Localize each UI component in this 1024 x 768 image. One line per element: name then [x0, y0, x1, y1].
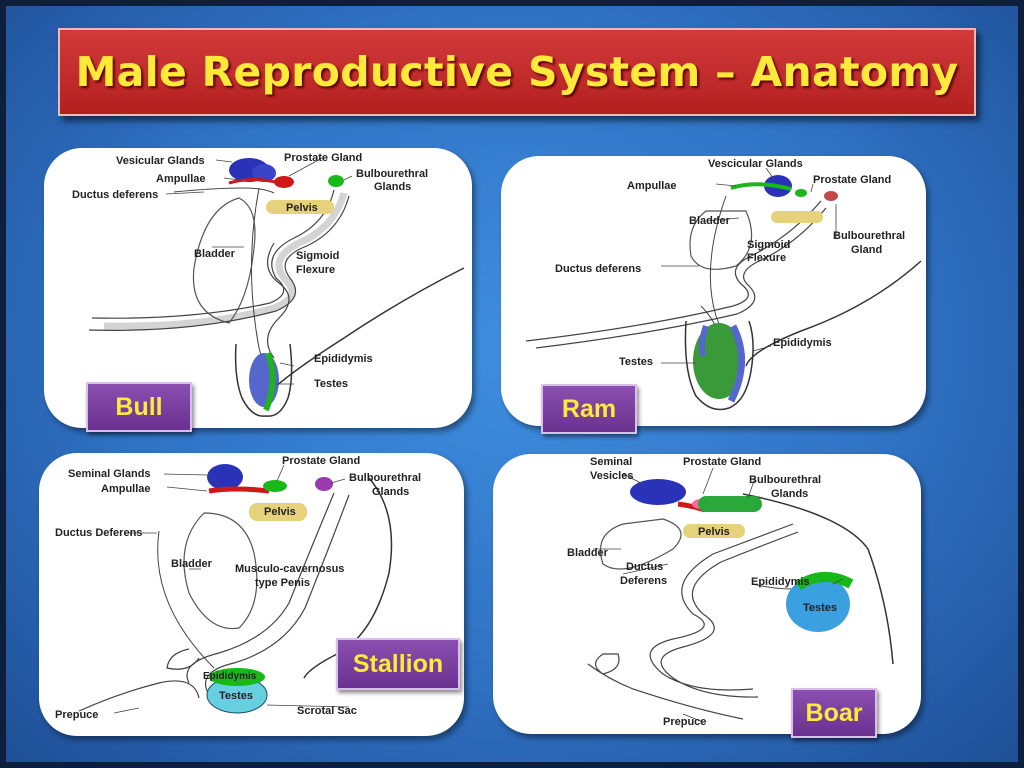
stallion-label-penis-2: type Penis	[255, 577, 311, 589]
bull-diagram	[88, 157, 465, 417]
bull-label-ductus-deferens: Ductus deferens	[72, 189, 159, 201]
ram-bulbourethral-gland	[824, 191, 838, 201]
stallion-diagram	[78, 464, 393, 714]
boar-seminal-vesicles	[630, 479, 686, 505]
panel-stallion: Prostate Gland Seminal Glands Bulboureth…	[39, 453, 464, 736]
stallion-label-prepuce: Prepuce	[55, 709, 99, 721]
stallion-prostate-gland	[263, 480, 287, 492]
ram-label-vesicular-glands: Vescicular Glands	[708, 158, 803, 170]
ram-label-ampullae: Ampullae	[627, 180, 677, 192]
bull-label-ampullae: Ampullae	[156, 173, 206, 185]
stallion-seminal-glands	[207, 464, 243, 490]
ram-label-bulbourethral: Bulbourethral	[833, 230, 906, 242]
boar-label-ductus-1: Ductus	[626, 561, 664, 573]
boar-label-bulbourethral: Bulbourethral	[749, 474, 822, 486]
boar-label-bladder: Bladder	[567, 547, 608, 559]
ram-prostate-gland	[795, 189, 807, 197]
stallion-label-ductus-deferens: Ductus Deferens	[55, 527, 143, 539]
stallion-bulbourethral-gland	[315, 477, 333, 491]
bull-species-label: Bull	[86, 382, 192, 432]
ram-label-flexure: Flexure	[747, 252, 787, 264]
bull-epididymis	[263, 351, 276, 412]
stallion-label-ampullae: Ampullae	[101, 483, 151, 495]
ram-species-label: Ram	[541, 384, 637, 434]
stallion-pelvis	[249, 503, 307, 521]
boar-label-prostate-gland: Prostate Gland	[683, 456, 762, 468]
slide-title: Male Reproductive System – Anatomy	[75, 48, 959, 96]
ram-label-ductus-deferens: Ductus deferens	[555, 263, 642, 275]
stallion-label-epididymis: Epididymis	[203, 671, 257, 682]
boar-epididymis	[795, 572, 854, 591]
panel-bull: Vesicular Glands Prostate Gland Bulboure…	[44, 148, 472, 428]
bull-bulbourethral-gland	[328, 175, 344, 187]
bull-pelvis	[266, 200, 334, 214]
panel-ram: Vescicular Glands Prostate Gland Ampulla…	[501, 156, 926, 426]
ram-label-testes: Testes	[619, 356, 654, 368]
stallion-label-bulbourethral-glands: Glands	[372, 486, 410, 498]
stallion-label-seminal-glands: Seminal Glands	[68, 468, 151, 480]
stallion-label-bladder: Bladder	[171, 558, 212, 570]
bull-label-testes: Testes	[314, 378, 349, 390]
boar-label-pelvis: Pelvis	[698, 526, 730, 538]
bull-label-bulbourethral: Bulbourethral	[356, 168, 429, 180]
bull-label-vesicular-glands: Vesicular Glands	[116, 155, 205, 167]
panel-boar: Seminal Vesicles Prostate Gland Bulboure…	[493, 454, 921, 734]
boar-label-testes: Testes	[803, 602, 838, 614]
ram-testis	[693, 323, 745, 399]
ram-label-bulbourethral-gland: Gland	[851, 244, 883, 256]
boar-label-seminal-2: Vesicles	[590, 470, 634, 482]
title-banner: Male Reproductive System – Anatomy	[58, 28, 976, 116]
ram-epididymis	[727, 324, 745, 403]
stallion-label-testes: Testes	[219, 690, 254, 702]
stallion-species-label: Stallion	[336, 638, 460, 690]
boar-bulbourethral-glands	[698, 496, 762, 512]
bull-label-epididymis: Epididymis	[314, 353, 373, 365]
bull-label-pelvis: Pelvis	[286, 202, 318, 214]
stallion-label-penis-1: Musculo-cavernosus	[235, 563, 345, 575]
bull-label-sigmoid: Sigmoid	[296, 250, 340, 262]
boar-label-prepuce: Prepuce	[663, 716, 707, 728]
boar-label-seminal-1: Seminal	[590, 456, 633, 468]
stallion-label-pelvis: Pelvis	[264, 506, 296, 518]
boar-testis	[786, 576, 850, 632]
stallion-label-prostate-gland: Prostate Gland	[282, 455, 361, 467]
boar-label-epididymis: Epididymis	[751, 576, 810, 588]
ram-label-prostate-gland: Prostate Gland	[813, 174, 892, 186]
ram-pelvis	[771, 211, 823, 223]
boar-diagram	[587, 467, 894, 723]
bull-label-bulbourethral-glands: Glands	[374, 181, 412, 193]
boar-label-bulbourethral-glands: Glands	[771, 488, 809, 500]
ram-label-sigmoid: Sigmoid	[747, 239, 791, 251]
boar-species-label: Boar	[791, 688, 877, 738]
stallion-label-bulbourethral: Bulbourethral	[349, 472, 422, 484]
bull-prostate-gland	[274, 176, 294, 188]
boar-label-ductus-2: Deferens	[620, 575, 668, 587]
bull-label-prostate-gland: Prostate Gland	[284, 152, 363, 164]
stallion-epididymis	[209, 668, 265, 686]
boar-pelvis	[683, 524, 745, 538]
stallion-label-scrotal-sac: Scrotal Sac	[297, 705, 357, 717]
ram-diagram	[525, 167, 922, 411]
bull-label-bladder: Bladder	[194, 248, 235, 260]
ram-label-epididymis: Epididymis	[773, 337, 832, 349]
ram-label-bladder: Bladder	[689, 215, 730, 227]
bull-label-flexure: Flexure	[296, 264, 336, 276]
